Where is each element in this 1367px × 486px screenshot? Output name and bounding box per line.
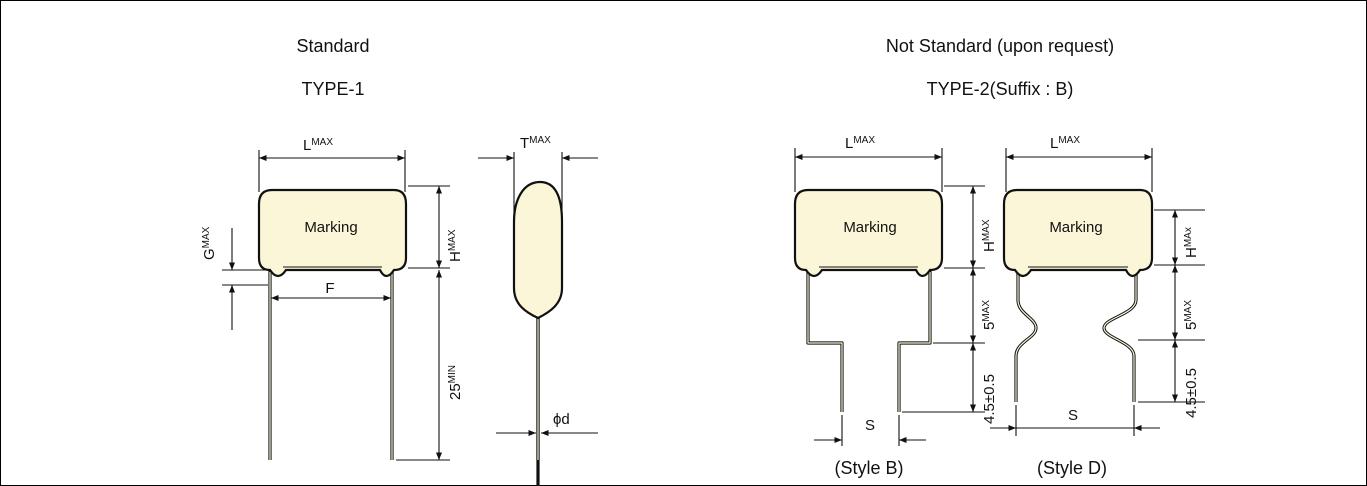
style-b-tolerance-dimension: 4.5±0.5 [902,343,998,424]
style-d-spacing-dimension: S [990,405,1160,436]
style-d-height-dimension: HMAx [1154,209,1205,266]
style-b-l-label: LMAX [845,135,875,152]
style-d-h-label: HMAx [1183,227,1200,258]
type1-height-dimension: HMAX [408,185,464,269]
style-d-tolerance-dimension: 4.5±0.5 [1138,340,1205,418]
type1-f-label: F [325,280,334,297]
type1-marking: Marking [304,219,357,236]
style-d-s-label: S [1068,407,1078,424]
type1-side-body [512,180,564,320]
style-d-tolerance-label: 4.5±0.5 [1183,368,1200,418]
type1-h-label: HMAX [447,229,464,262]
style-d-marking: Marking [1049,219,1102,236]
style-b-s-label: S [865,417,875,434]
type1-lead-length-label: 25MIN [447,365,464,400]
style-d-l-label: LMAX [1050,135,1080,152]
style-d-length-dimension: LMAX [1005,135,1153,192]
style-d-capacitor-body [1002,188,1154,278]
type1-label: TYPE-1 [301,79,364,99]
type1-leads [268,270,394,460]
type1-side-view [512,180,564,486]
nonstandard-heading: Not Standard (upon request) [886,36,1114,56]
style-b-leads [806,270,932,412]
style-d-leads [1014,270,1138,402]
type1-lead-diameter-dimension: ϕd [496,411,598,437]
style-b-offset-dimension: 5MAX [933,268,998,344]
type1-capacitor-body [257,188,408,278]
style-b-five-label: 5MAX [981,300,998,330]
style-d-five-label: 5MAX [1183,300,1200,330]
standard-heading: Standard [296,36,369,56]
style-b-marking: Marking [843,219,896,236]
style-b-spacing-dimension: S [814,415,926,446]
type1-g-dimension: GMAX [201,226,268,330]
style-b-tolerance-label: 4.5±0.5 [981,374,998,424]
type1-thickness-dimension: TMAX [478,135,598,222]
style-d-offset-dimension: 5MAX [1138,265,1205,341]
style-b-h-label: HMAX [981,219,998,252]
type2-label: TYPE-2(Suffix : B) [927,79,1074,99]
type1-l-label: LMAX [303,137,333,154]
type1-g-label: GMAX [201,226,218,260]
type1-t-label: TMAX [520,135,551,152]
style-b-capacitor-body [793,188,944,278]
type1-phi-d-label: ϕd [553,411,570,428]
type1-lead-length-dimension: 25MIN [396,270,464,461]
style-b-caption: (Style B) [834,458,903,478]
type1-pitch-dimension: F [271,280,391,302]
style-b-height-dimension: HMAX [944,185,998,269]
type1-length-dimension: LMAX [258,137,406,192]
style-b-length-dimension: LMAX [794,135,943,192]
style-d-caption: (Style D) [1037,458,1107,478]
